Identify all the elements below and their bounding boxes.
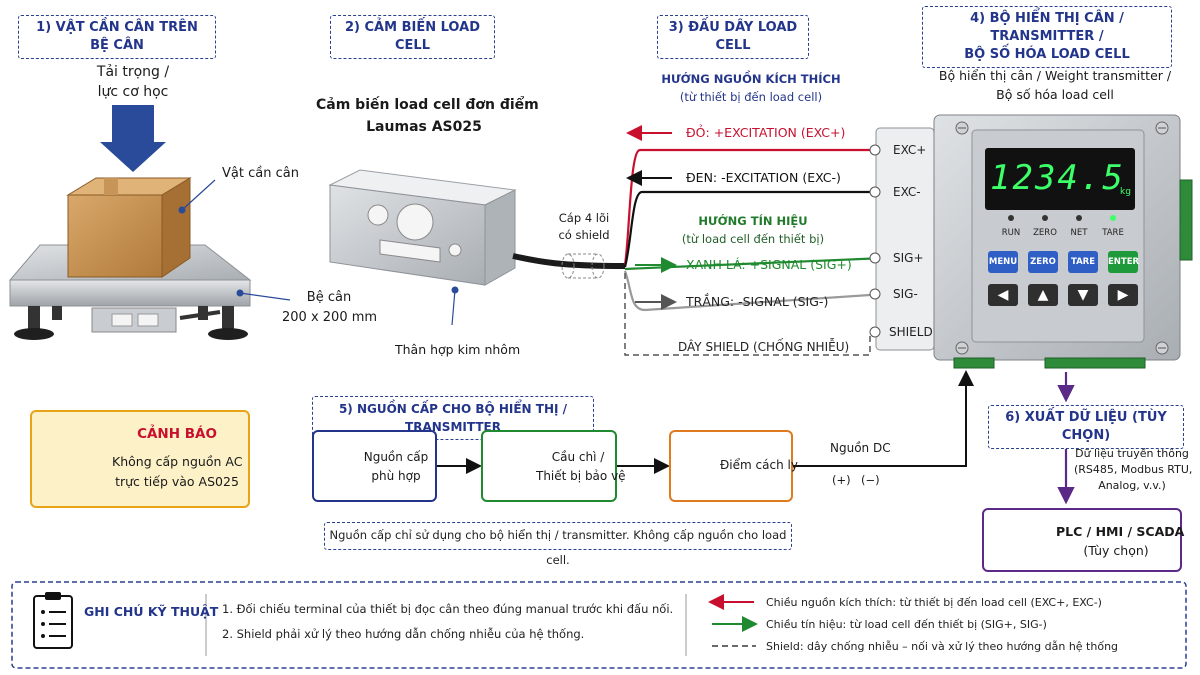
wire-red-label: ĐỎ: +EXCITATION (EXC+)	[686, 125, 846, 140]
section-6-title: 6) XUẤT DỮ LIỆU (TÙY CHỌN)	[988, 405, 1184, 449]
legend-signal: Chiều tín hiệu: từ load cell đến thiết b…	[766, 618, 1047, 631]
down-arrow-button[interactable]: ▼	[1068, 284, 1098, 306]
note-item-1: 1. Đối chiếu terminal của thiết bị đọc c…	[222, 602, 674, 616]
section-4-title-line1: 4) BỘ HIỂN THỊ CÂN / TRANSMITTER /	[970, 11, 1124, 44]
isolation-box	[669, 430, 793, 502]
section-4-title-line2: BỘ SỐ HÓA LOAD CELL	[964, 47, 1130, 62]
sensor-title-line1: Cảm biến load cell đơn điểm	[316, 97, 539, 113]
shield-wire-label: DÂY SHIELD (CHỐNG NHIỄU)	[678, 340, 850, 354]
force-arrow-shaft	[112, 105, 154, 145]
sensor-title-line2: Laumas AS025	[366, 119, 482, 135]
wire-white-label: TRẮNG: -SIGNAL (SIG-)	[686, 294, 829, 309]
power-supply-line1: Nguồn cấp	[363, 450, 429, 464]
cable-label-line1: Cáp 4 lõi	[558, 211, 610, 225]
signal-direction-label: HƯỚNG TÍN HIỆU (từ load cell đến thiết b…	[668, 212, 838, 248]
wire-black-label: ĐEN: -EXCITATION (EXC-)	[686, 170, 841, 185]
dc-plus-label: (+)	[832, 473, 851, 487]
power-supply-box	[312, 430, 437, 502]
force-arrow-head	[100, 142, 166, 172]
power-supply-label: Nguồn cấp phù hợp	[360, 448, 432, 486]
load-force-line1: Tải trọng /	[96, 64, 170, 80]
wire-bundle	[623, 125, 886, 356]
plc-hmi-line1: PLC / HMI / SCADA	[1056, 524, 1185, 539]
data-output-label: Dữ liệu truyền thông (RS485, Modbus RTU,…	[1074, 446, 1193, 494]
power-supply-line2: phù hợp	[371, 469, 421, 483]
plc-hmi-line2: (Tùy chọn)	[1083, 543, 1149, 558]
menu-button[interactable]: MENU	[988, 251, 1018, 273]
warning-text: Không cấp nguồn AC trực tiếp vào AS025	[112, 452, 242, 492]
indicator-housing	[933, 114, 1193, 369]
weight-display: 1234.5	[990, 158, 1125, 198]
right-arrow-button[interactable]: ▶	[1108, 284, 1138, 306]
load-force-line2: lực cơ học	[97, 84, 169, 100]
signal-direction-line1: HƯỚNG TÍN HIỆU	[698, 214, 808, 228]
signal-direction-line2: (từ load cell đến thiết bị)	[681, 232, 825, 246]
excitation-direction-line1: HƯỚNG NGUỒN KÍCH THÍCH	[661, 72, 841, 86]
load-cell-illustration	[328, 169, 626, 326]
section-4-title: 4) BỘ HIỂN THỊ CÂN / TRANSMITTER / BỘ SỐ…	[922, 6, 1172, 68]
led-net-label: NET	[1070, 228, 1088, 238]
led-zero-label: ZERO	[1033, 228, 1057, 238]
platform-name: Bệ cân	[306, 290, 352, 305]
legend-excitation: Chiều nguồn kích thích: từ thiết bị đến …	[766, 596, 1102, 609]
fuse-box	[481, 430, 617, 502]
object-label: Vật cần cân	[222, 166, 299, 181]
dc-label: Nguồn DC	[830, 441, 891, 455]
platform-scale	[8, 105, 291, 340]
data-output-line3: Analog, v.v.)	[1098, 479, 1166, 492]
section-3-title: 3) ĐẤU DÂY LOAD CELL	[657, 15, 809, 59]
led-run-label: RUN	[1001, 228, 1021, 238]
fuse-line2: Thiết bị bảo vệ	[536, 469, 626, 483]
fuse-line1: Cầu chì /	[551, 450, 605, 464]
indicator-description: Bộ hiển thị cân / Weight transmitter / B…	[930, 66, 1180, 104]
warning-text-line1: Không cấp nguồn AC	[112, 454, 243, 469]
notes-title: GHI CHÚ KỸ THUẬT	[84, 604, 219, 619]
warning-box	[30, 410, 250, 508]
warning-title: CẢNH BÁO	[137, 426, 217, 442]
legend-shield: Shield: dây chống nhiễu – nối và xử lý t…	[766, 640, 1119, 653]
notes-frame	[11, 581, 1187, 669]
terminal-shield: SHIELD	[889, 325, 933, 339]
isolation-label: Điểm cách ly	[720, 458, 798, 472]
plc-hmi-label: PLC / HMI / SCADA (Tùy chọn)	[1056, 522, 1185, 560]
cable-label: Cáp 4 lõi có shield	[549, 210, 619, 244]
sensor-title: Cảm biến load cell đơn điểm Laumas AS025	[316, 94, 539, 138]
terminal-sig-minus: SIG-	[893, 287, 918, 301]
fuse-label: Cầu chì / Thiết bị bảo vệ	[536, 448, 626, 486]
zero-button[interactable]: ZERO	[1028, 251, 1058, 273]
display-unit: kg	[1120, 187, 1131, 197]
enter-button[interactable]: ENTER	[1108, 251, 1139, 273]
note-item-2: 2. Shield phải xử lý theo hướng dẫn chốn…	[222, 627, 585, 641]
terminal-exc-plus: EXC+	[893, 143, 927, 157]
indicator-desc-line2: Bộ số hóa load cell	[996, 87, 1114, 102]
wire-green-label: XANH LÁ: +SIGNAL (SIG+)	[686, 257, 852, 272]
section-2-title: 2) CẢM BIẾN LOAD CELL	[330, 15, 495, 59]
sensor-body-label: Thân hợp kim nhôm	[395, 342, 521, 357]
platform-size: 200 x 200 mm	[282, 310, 378, 325]
indicator-desc-line1: Bộ hiển thị cân / Weight transmitter /	[938, 68, 1172, 83]
section-1-title: 1) VẬT CẦN CÂN TRÊN BỆ CÂN	[18, 15, 216, 59]
left-arrow-button[interactable]: ◀	[988, 284, 1018, 306]
warning-text-line2: trực tiếp vào AS025	[115, 474, 239, 489]
terminal-sig-plus: SIG+	[893, 251, 924, 265]
terminal-block	[869, 127, 935, 351]
data-output-line2: (RS485, Modbus RTU,	[1074, 463, 1193, 476]
dc-minus-label: (−)	[861, 473, 880, 487]
up-arrow-button[interactable]: ▲	[1028, 284, 1058, 306]
power-note: Nguồn cấp chỉ sử dụng cho bộ hiển thị / …	[324, 522, 792, 567]
excitation-direction-label: HƯỚNG NGUỒN KÍCH THÍCH (từ thiết bị đến …	[660, 70, 842, 106]
plc-hmi-box	[982, 508, 1182, 572]
terminal-exc-minus: EXC-	[893, 185, 921, 199]
platform-label: Bệ cân 200 x 200 mm	[282, 288, 378, 328]
excitation-direction-line2: (từ thiết bị đến load cell)	[679, 90, 823, 104]
load-force-label: Tải trọng / lực cơ học	[76, 62, 190, 102]
cable-label-line2: có shield	[558, 228, 610, 242]
data-output-line1: Dữ liệu truyền thông	[1075, 447, 1189, 460]
tare-button[interactable]: TARE	[1068, 251, 1098, 273]
led-tare-label: TARE	[1102, 228, 1124, 238]
